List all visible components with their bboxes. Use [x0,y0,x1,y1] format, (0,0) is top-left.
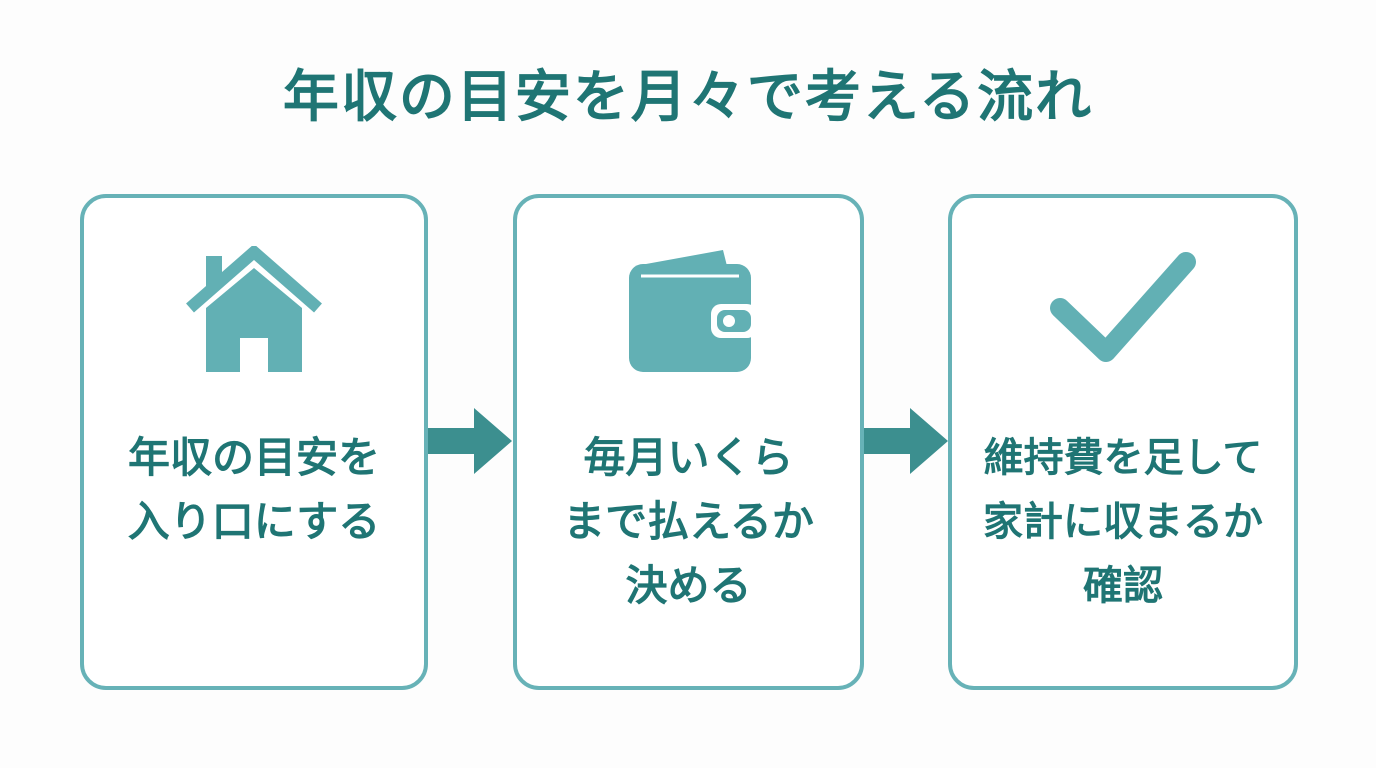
step-card-3: 維持費を足して 家計に収まるか 確認 [948,194,1298,690]
house-icon [186,246,322,372]
diagram-title: 年収の目安を月々で考える流れ [282,65,1094,130]
arrow-icon-2 [864,408,948,474]
arrow-icon-1 [428,408,512,474]
step-card-2: 毎月いくら まで払えるか 決める [513,194,864,690]
step-card-1: 年収の目安を 入り口にする [80,194,428,690]
wallet-icon [628,250,757,372]
step-label-1: 年収の目安を 入り口にする [127,433,381,546]
step-label-3: 維持費を足して 家計に収まるか 確認 [983,435,1263,609]
checkmark-icon [1050,252,1196,362]
step-label-2: 毎月いくら まで払えるか 決める [563,433,814,610]
